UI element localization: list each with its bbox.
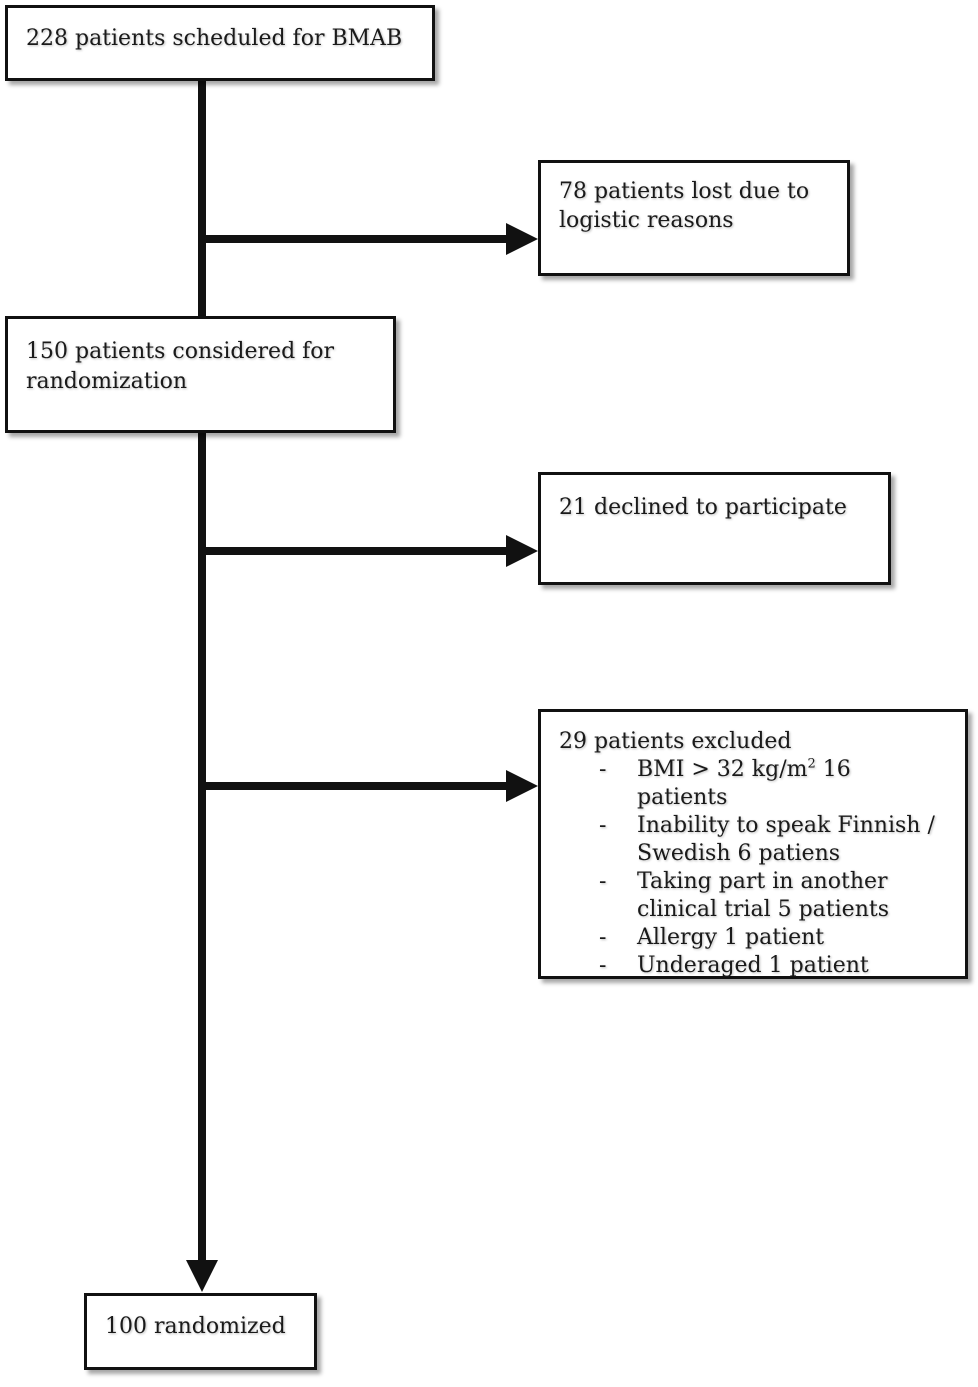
declined-text: 21 declined to participate xyxy=(559,495,847,520)
list-dash: - xyxy=(599,869,607,894)
list-dash: - xyxy=(599,925,607,950)
arrowhead-randomized xyxy=(186,1260,218,1292)
list-dash: - xyxy=(599,953,607,978)
randomized-text: 100 randomized xyxy=(105,1314,286,1339)
arrowhead-declined xyxy=(506,535,538,567)
exclusion-reason-bmi: - BMI > 32 kg/m2 16 patients xyxy=(559,756,947,812)
box-excluded-patients: 29 patients excluded - BMI > 32 kg/m2 16 … xyxy=(538,709,968,979)
exclusion-reasons-list: - BMI > 32 kg/m2 16 patients - Inability t… xyxy=(559,756,947,980)
reason-text: Taking part in another clinical trial 5 … xyxy=(637,869,889,922)
box-lost-patients: 78 patients lost due to logistic reasons xyxy=(538,160,850,276)
arrowhead-lost xyxy=(506,223,538,255)
arrowhead-excluded xyxy=(506,770,538,802)
scheduled-text: 228 patients scheduled for BMAB xyxy=(26,26,403,51)
excluded-title: 29 patients excluded xyxy=(559,729,792,754)
lost-text: 78 patients lost due to logistic reasons xyxy=(559,179,810,233)
list-dash: - xyxy=(599,757,607,782)
reason-text-suffix: 16 patients xyxy=(637,757,851,810)
exclusion-reason-language: - Inability to speak Finnish / Swedish 6 … xyxy=(559,812,947,868)
reason-text: Inability to speak Finnish / Swedish 6 p… xyxy=(637,813,935,866)
reason-text: Allergy 1 patient xyxy=(637,925,825,950)
reason-text: BMI > 32 kg/m xyxy=(637,757,808,782)
list-dash: - xyxy=(599,813,607,838)
exclusion-reason-other-trial: - Taking part in another clinical trial 5… xyxy=(559,868,947,924)
exclusion-reason-allergy: - Allergy 1 patient xyxy=(559,924,947,952)
exclusion-reason-underaged: - Underaged 1 patient xyxy=(559,952,947,980)
box-randomized-patients: 100 randomized xyxy=(84,1293,317,1370)
considered-text: 150 patients considered for randomizatio… xyxy=(26,339,335,394)
reason-superscript: 2 xyxy=(807,756,816,772)
box-scheduled-patients: 228 patients scheduled for BMAB xyxy=(5,5,435,81)
reason-text: Underaged 1 patient xyxy=(637,953,869,978)
box-declined-patients: 21 declined to participate xyxy=(538,472,891,585)
box-considered-patients: 150 patients considered for randomizatio… xyxy=(5,316,396,433)
